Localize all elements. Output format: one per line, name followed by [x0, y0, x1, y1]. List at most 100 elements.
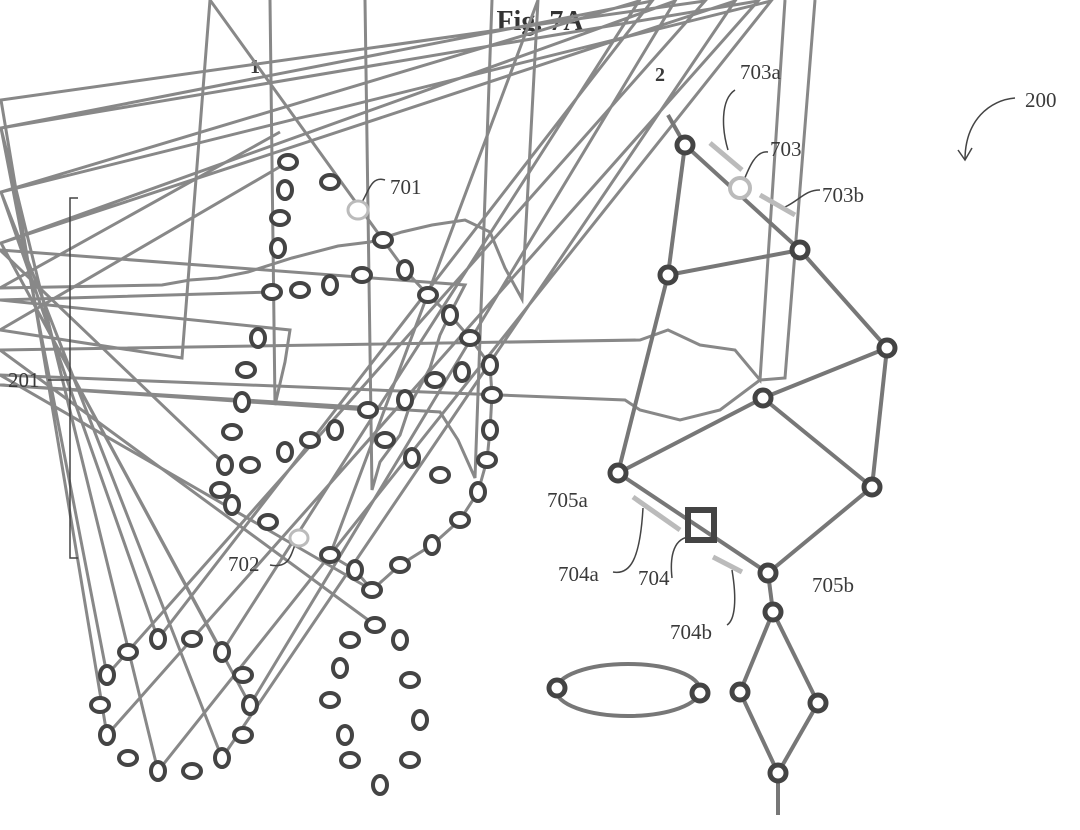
bead: [277, 153, 299, 171]
graph-edge: [617, 396, 764, 475]
bead: [396, 389, 414, 411]
graph-nodes: [546, 134, 898, 784]
bead: [374, 431, 396, 449]
label-703b: 703b: [822, 183, 864, 207]
label-701: 701: [390, 175, 422, 199]
bead: [319, 546, 341, 564]
bead: [399, 671, 421, 689]
graph-edge: [798, 248, 889, 350]
bead-702: [288, 528, 310, 548]
bead: [476, 451, 498, 469]
bead: [339, 631, 361, 649]
bead: [411, 709, 429, 731]
bead: [449, 511, 471, 529]
label-705b: 705b: [812, 573, 854, 597]
graph-node: [757, 562, 779, 584]
segment-704a: [631, 494, 682, 533]
label-704a: 704a: [558, 562, 599, 586]
graph-node: [789, 239, 811, 261]
bead: [481, 419, 499, 441]
bead: [357, 401, 379, 419]
bead: [261, 283, 283, 301]
bead: [424, 371, 446, 389]
label-703a: 703a: [740, 60, 781, 84]
leader-703b: [784, 189, 821, 208]
graph-node: [861, 476, 883, 498]
bead: [346, 559, 364, 581]
bead: [239, 456, 261, 474]
node-703: [728, 176, 752, 200]
bead: [232, 666, 254, 684]
graph-node: [689, 682, 711, 704]
graph-edge: [616, 471, 770, 575]
bead: [459, 329, 481, 347]
bead-701: [346, 199, 370, 221]
bead: [481, 386, 503, 404]
leader-704: [670, 536, 689, 579]
bead: [319, 173, 341, 191]
bead: [98, 724, 116, 746]
bead: [233, 391, 251, 413]
graph-node: [876, 337, 898, 359]
graph-node: [762, 601, 784, 623]
graph-edge: [667, 248, 801, 277]
bead: [241, 694, 259, 716]
bead: [481, 354, 499, 376]
chain-strand: [0, 0, 787, 627]
graph-edge: [666, 144, 687, 276]
graph-node: [674, 134, 696, 156]
bead: [223, 494, 241, 516]
bead: [149, 760, 167, 782]
graph-edge: [766, 485, 874, 575]
bead: [423, 534, 441, 556]
graph-edge: [771, 611, 820, 704]
bead: [469, 481, 487, 503]
segment-703b: [758, 192, 797, 218]
bead: [351, 266, 373, 284]
panel-label-1: 1: [250, 56, 260, 78]
chain-strand: [0, 0, 494, 479]
bead: [389, 556, 411, 574]
bead: [289, 281, 311, 299]
graph-edge: [738, 691, 780, 774]
bead: [257, 513, 279, 531]
graph-edge: [762, 346, 888, 400]
bead: [216, 454, 234, 476]
bead: [364, 616, 386, 634]
leader-704b: [726, 569, 736, 626]
bead: [396, 259, 414, 281]
bead: [441, 304, 459, 326]
bracket-201: [69, 197, 78, 559]
chain-strand: [0, 0, 817, 592]
loop-edge: [554, 662, 702, 718]
segment-704b: [711, 554, 744, 575]
graph-edge: [738, 611, 775, 693]
node-704-square: [685, 507, 717, 543]
label-704b: 704b: [670, 620, 712, 644]
bead: [453, 361, 471, 383]
arrowhead-200: [957, 147, 973, 162]
bead: [372, 231, 394, 249]
segment-703a: [708, 141, 744, 172]
bead: [209, 481, 231, 499]
leader-703a: [722, 89, 736, 151]
bead: [321, 274, 339, 296]
graph-edge: [616, 274, 670, 474]
bead: [331, 657, 349, 679]
bead: [276, 441, 294, 463]
graph-node: [546, 677, 568, 699]
bead: [399, 751, 421, 769]
label-702: 702: [228, 552, 260, 576]
annotations: [288, 141, 797, 575]
bead: [339, 751, 361, 769]
bead: [249, 327, 267, 349]
bead: [326, 419, 344, 441]
graph-edge: [761, 396, 874, 489]
chain-strand: [0, 0, 774, 775]
bead-chains: [89, 153, 503, 796]
leader-lines: [48, 89, 1016, 626]
bead: [371, 774, 389, 796]
bead: [361, 581, 383, 599]
